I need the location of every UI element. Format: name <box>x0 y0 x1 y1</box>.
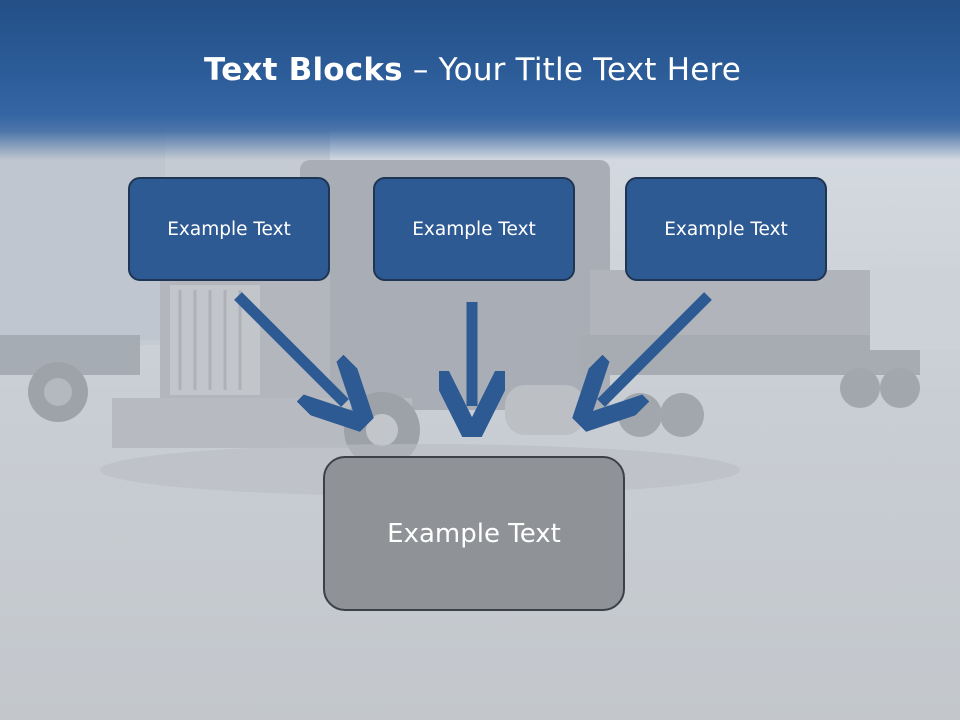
text-block-2-label: Example Text <box>412 218 536 240</box>
slide-title: Text Blocks – Your Title Text Here <box>0 52 945 88</box>
title-rest-text: Your Title Text Here <box>438 52 742 88</box>
text-block-1-label: Example Text <box>167 218 291 240</box>
text-block-3-label: Example Text <box>664 218 788 240</box>
title-bar <box>0 0 960 160</box>
result-text-block-label: Example Text <box>387 518 561 549</box>
title-bold-text: Text Blocks <box>203 52 403 88</box>
text-block-1[interactable]: Example Text <box>128 177 330 281</box>
result-text-block[interactable]: Example Text <box>323 456 625 611</box>
arrow-left-diagonal <box>234 292 345 403</box>
text-block-3[interactable]: Example Text <box>625 177 827 281</box>
arrow-right-diagonal <box>601 292 712 403</box>
title-separator: – <box>402 52 439 88</box>
text-block-2[interactable]: Example Text <box>373 177 575 281</box>
